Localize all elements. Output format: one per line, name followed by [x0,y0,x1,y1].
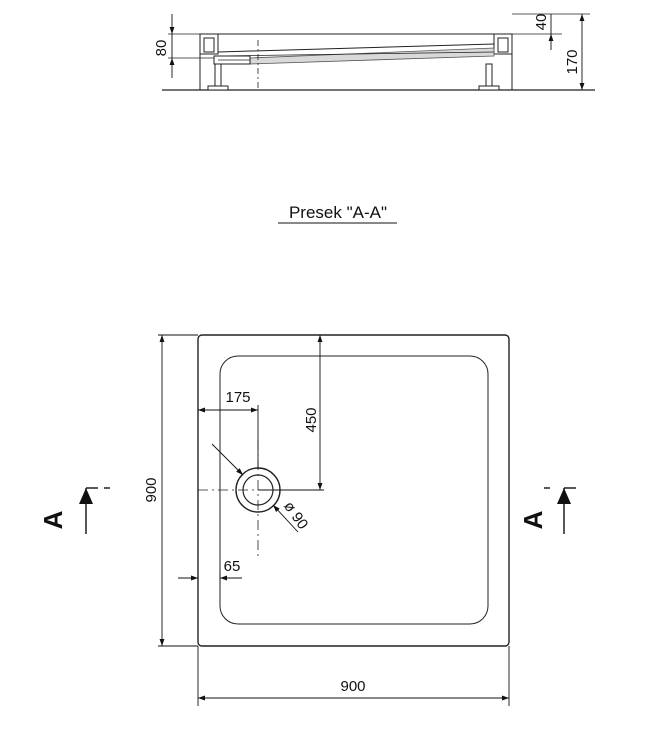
section-dimensions [169,14,585,90]
plan-dimensions [158,334,510,706]
section-marker-right: A [518,487,576,534]
dim-label-900-vertical: 900 [143,477,160,502]
section-view [162,13,595,91]
section-marker-label-left: A [38,510,68,529]
dim-label-900-horizontal: 900 [340,678,365,695]
section-title: Presek "A-A" [289,203,387,222]
dim-label-175: 175 [225,389,250,406]
dim-label-40: 40 [533,14,550,31]
dim-label-65: 65 [224,558,241,575]
section-marker-label-right: A [518,510,548,529]
dim-label-diameter: ø 90 [280,498,311,532]
section-marker-left: A [38,487,110,534]
dim-label-80: 80 [153,40,170,57]
dim-label-170: 170 [564,49,581,74]
plan-view [197,334,510,647]
tray-outline [197,334,510,647]
dim-label-450: 450 [303,407,320,432]
